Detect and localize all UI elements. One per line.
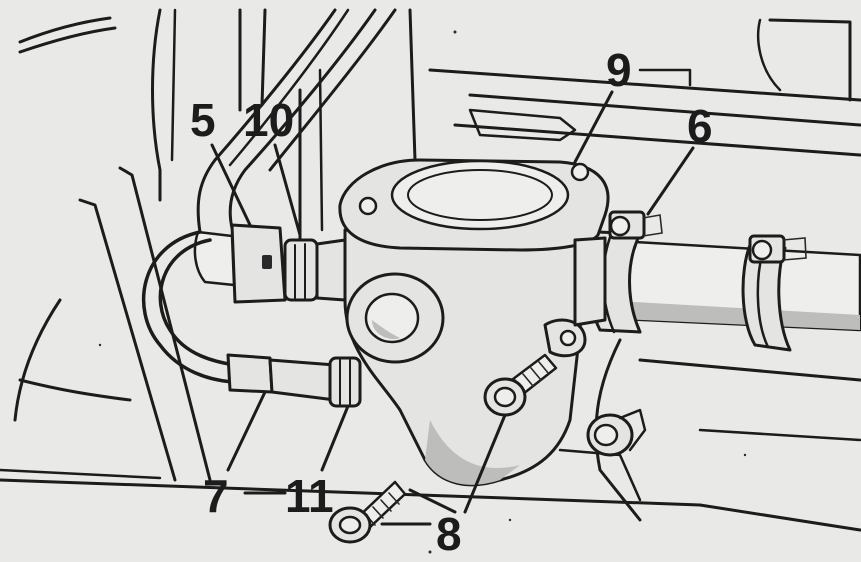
clamp-screw [608, 210, 663, 240]
callout-7: 7 [203, 470, 229, 522]
leader-lines [210, 90, 695, 526]
thermostat-housing [338, 158, 610, 487]
wiring-loom [141, 8, 397, 384]
callout-8: 8 [436, 508, 462, 560]
pipe-union [226, 353, 362, 408]
housing-bolt [483, 353, 558, 417]
callout-11: 11 [285, 470, 334, 522]
coolant-hose [587, 210, 861, 352]
callout-5: 5 [190, 94, 216, 146]
callout-10: 10 [243, 94, 294, 146]
housing-bolt [328, 480, 407, 544]
engine-background [0, 8, 861, 554]
callout-9: 9 [606, 44, 632, 96]
callout-labels: 5 10 9 6 7 11 8 [190, 44, 713, 560]
mounting-stud-nut [586, 408, 647, 457]
callout-6: 6 [687, 100, 713, 152]
temperature-sender [193, 223, 347, 304]
clamp-screw [748, 234, 807, 264]
